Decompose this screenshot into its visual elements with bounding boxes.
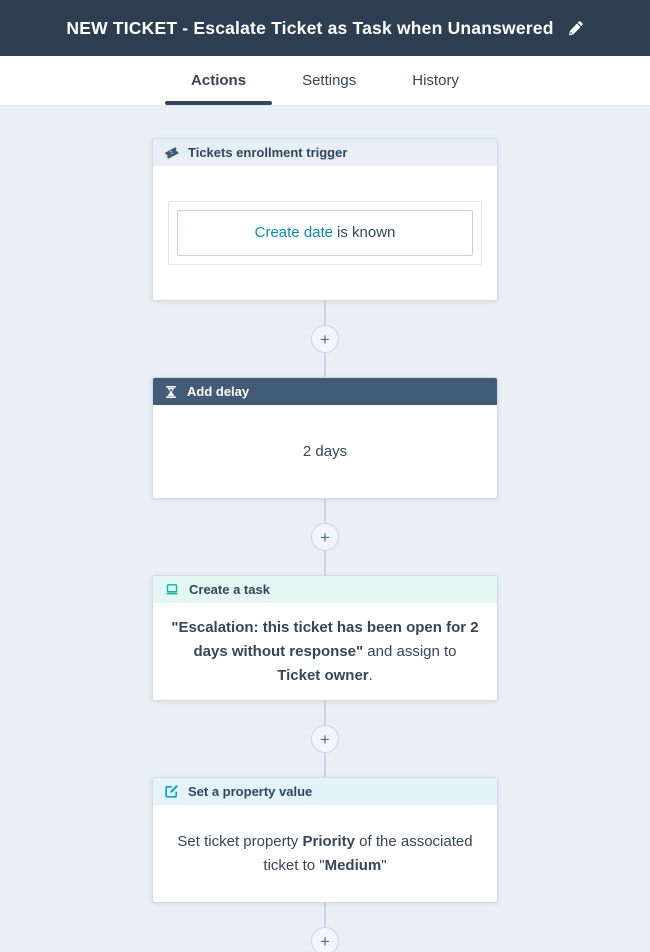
workflow-header: NEW TICKET - Escalate Ticket as Task whe… [0,0,650,56]
card-add-delay-body: 2 days [153,405,497,498]
card-set-property-body: Set ticket property Priority of the asso… [153,805,497,902]
plus-icon: + [320,329,330,349]
trigger-filter-group: Create date is known [168,201,482,265]
card-add-delay-header: Add delay [153,378,497,405]
tab-history[interactable]: History [384,56,487,105]
add-step-button-3[interactable]: + [311,725,339,753]
trigger-filter-condition: is known [337,224,396,241]
connector-line: + [311,301,339,377]
workflow-title: NEW TICKET - Escalate Ticket as Task whe… [66,17,554,38]
property-description: Set ticket property Priority of the asso… [177,832,473,874]
card-title: Add delay [187,384,250,399]
card-title: Set a property value [188,784,313,799]
card-add-delay[interactable]: Add delay 2 days [152,377,498,499]
add-step-button-4[interactable]: + [311,927,339,952]
plus-icon: + [320,527,330,547]
laptop-task-icon [164,582,180,597]
trigger-filter[interactable]: Create date is known [177,210,473,256]
ticket-icon [164,145,179,160]
tab-actions[interactable]: Actions [163,56,274,105]
hourglass-icon [164,385,178,399]
card-enrollment-trigger-header: Tickets enrollment trigger [153,139,497,166]
tab-settings-label: Settings [302,72,357,89]
card-set-property-header: Set a property value [153,778,497,805]
card-set-property[interactable]: Set a property value Set ticket property… [152,777,498,903]
tab-actions-label: Actions [191,72,247,89]
card-enrollment-trigger[interactable]: Tickets enrollment trigger Create date i… [152,138,498,301]
delay-value: 2 days [302,442,348,460]
plus-icon: + [320,729,330,749]
tab-bar: Actions Settings History [0,56,650,106]
card-create-task-body: "Escalation: this ticket has been open f… [153,603,497,700]
card-create-task[interactable]: Create a task "Escalation: this ticket h… [152,575,498,701]
pencil-icon[interactable] [567,20,584,37]
connector-line: + [311,903,339,952]
task-description: "Escalation: this ticket has been open f… [171,618,479,684]
plus-icon: + [320,931,330,951]
tab-settings[interactable]: Settings [274,56,384,105]
workflow-canvas: Tickets enrollment trigger Create date i… [0,106,650,952]
card-title: Tickets enrollment trigger [188,145,348,160]
connector-line: + [311,499,339,575]
add-step-button-1[interactable]: + [311,325,339,353]
connector-line: + [311,701,339,777]
card-create-task-header: Create a task [153,576,497,603]
trigger-filter-property-link[interactable]: Create date [254,224,334,241]
card-enrollment-trigger-body: Create date is known [153,166,497,300]
card-title: Create a task [189,582,270,597]
tab-history-label: History [412,72,459,89]
add-step-button-2[interactable]: + [311,523,339,551]
edit-square-icon [164,784,179,799]
